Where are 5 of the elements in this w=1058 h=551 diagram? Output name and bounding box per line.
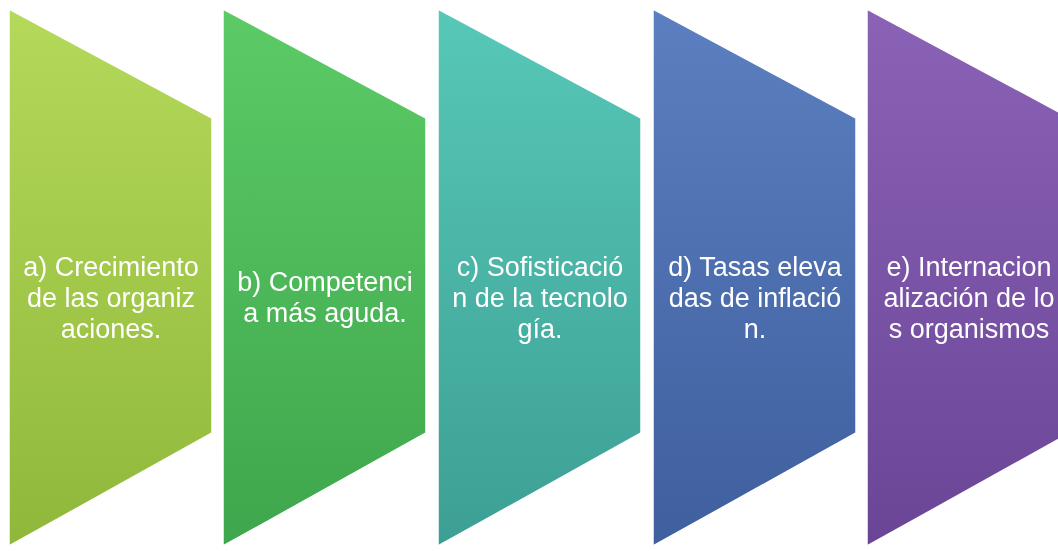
step-text: c) Sofisticación de la tecnología. xyxy=(451,251,629,345)
step-text: b) Competencia más aguda. xyxy=(236,267,414,329)
step-text: a) Crecimiento de las organizaciones. xyxy=(22,251,200,345)
step-text: e) Internacionalización de los organismos xyxy=(882,251,1056,345)
step-text: d) Tasas elevadas de inflación. xyxy=(667,251,843,345)
